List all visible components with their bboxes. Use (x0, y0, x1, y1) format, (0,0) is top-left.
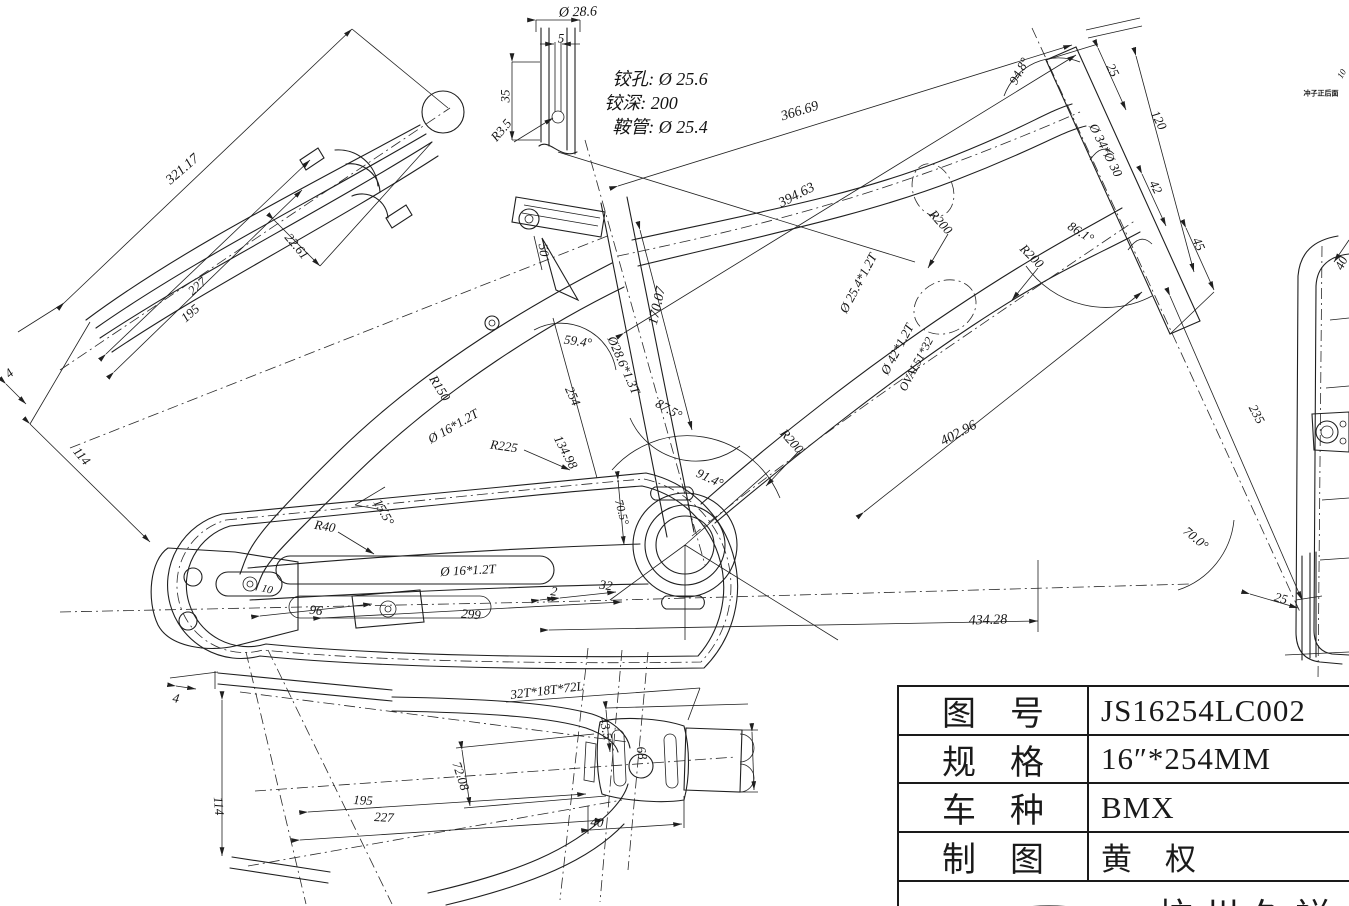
dim-label: 195 (177, 300, 203, 326)
dim-label: 50 (535, 242, 553, 258)
spec-label: 规 格 (899, 736, 1089, 782)
dim-label: 70.5° (611, 497, 633, 527)
spec-top-tube: Ø 25.4*1.2T (836, 250, 880, 316)
dim-label: R200 (1016, 240, 1048, 272)
dim-label: 134.98 (550, 432, 582, 472)
dim-label: 394.63 (776, 180, 818, 211)
drawing-number-label: 图 号 (899, 687, 1089, 734)
dim-slot-radius: R3.5 (487, 115, 515, 145)
title-block-row: 规 格 16″*254MM (899, 736, 1349, 784)
right-partial-view (1295, 235, 1349, 681)
company-logo-ellipse (1033, 905, 1065, 906)
dim-label: 96 (308, 601, 324, 619)
dim-label: 43.5 (596, 715, 616, 741)
note-punch: 冲子正后面 (1303, 89, 1339, 98)
title-block-row: 制 图 黄 权 (899, 833, 1349, 882)
spec-chain-stay: Ø 16*1.2T (439, 561, 497, 579)
drafter-value: 黄 权 (1101, 842, 1197, 877)
dim-label: 40 (590, 814, 604, 830)
dim-label: 120 (1147, 107, 1171, 133)
bike-type-label: 车 种 (899, 784, 1089, 831)
dim-label: 10 (260, 582, 274, 597)
dim-label: 87.5° (653, 395, 685, 423)
note-seat-post: 鞍管: Ø 25.4 (612, 117, 708, 137)
dim-label: 32 (598, 576, 614, 594)
dim-label: 25 (1272, 589, 1290, 607)
dim-label: 227 (184, 273, 210, 299)
note-ream-hole: 铰孔: Ø 25.6 (612, 69, 708, 89)
spec-seat-tube: Ø28.6*1.3T (604, 333, 644, 397)
dim-slot-width: 5 (557, 30, 565, 46)
dim-seatpost-bore: Ø 28.6 (558, 4, 598, 21)
dim-label: 227 (373, 809, 395, 825)
dim-label: 402.96 (938, 417, 980, 450)
spec-dropout: 32T*18T*72L (509, 678, 585, 702)
dim-label: 15.5° (370, 496, 398, 528)
dim-label: 195 (352, 792, 374, 808)
dim-label: 4 (1, 365, 17, 381)
spec-seat-stay: Ø 16*1.2T (425, 405, 481, 447)
dim-label: 42 (1146, 177, 1166, 197)
title-block: 图 号 JS16254LC002 规 格 16″*254MM 车 种 BMX 制… (897, 685, 1349, 906)
dim-label: 2 (549, 583, 559, 599)
spec-head-tube: Ø 34*Ø 30 (1086, 120, 1126, 180)
fork-top-view (166, 671, 758, 906)
dim-label: 235 (1245, 401, 1269, 427)
dim-label: 40 (1331, 253, 1349, 273)
dim-label: 10 (1334, 67, 1349, 81)
title-block-row: 车 种 BMX (899, 784, 1349, 833)
dim-label: R150 (426, 372, 454, 404)
dim-label: 254 (562, 384, 584, 408)
dim-slot-depth: 35 (497, 89, 513, 103)
dim-label: 45 (1189, 234, 1209, 254)
rear-triangle-view (0, 28, 611, 543)
dim-label: 86.1° (1065, 218, 1097, 246)
note-ream-depth: 铰深: 200 (604, 93, 678, 113)
dim-label: 114 (210, 796, 228, 816)
dim-label: 68 (633, 745, 651, 761)
drafter-label: 制 图 (899, 833, 1089, 880)
dim-stay-length: 321.17 (163, 151, 203, 188)
spec-value: 16″*254MM (1101, 741, 1272, 776)
dim-label: R40 (313, 516, 337, 536)
dim-label: 25 (1103, 60, 1123, 80)
title-block-row: 图 号 JS16254LC002 (899, 687, 1349, 736)
dim-label: 72.08 (449, 759, 473, 793)
dim-label: 91.4° (694, 465, 726, 491)
dim-label: R200 (926, 206, 956, 238)
dim-label: 94.8° (1005, 55, 1033, 87)
dim-wheelbase: 434.28 (968, 612, 1008, 629)
drawing-number-value: JS16254LC002 (1101, 692, 1306, 728)
dim-label: 299 (460, 605, 482, 623)
dim-label: 22.61 (281, 229, 313, 263)
dim-label: 114 (70, 444, 94, 468)
bike-type-value: BMX (1101, 789, 1175, 825)
dim-label: 170.07 (645, 285, 670, 327)
dim-head-angle: 70.0° (1180, 523, 1212, 553)
main-frame-view (59, 17, 1349, 905)
company-name-partial: 杭州久祥 (1157, 888, 1341, 906)
dim-label: R200 (777, 425, 807, 457)
dim-label: 59.4° (563, 331, 593, 351)
title-block-partial-row: 杭州久祥 (899, 882, 1349, 906)
dim-top-tube: 366.69 (779, 98, 821, 125)
dim-label: 4 (171, 690, 181, 706)
dim-label: R225 (489, 436, 519, 456)
